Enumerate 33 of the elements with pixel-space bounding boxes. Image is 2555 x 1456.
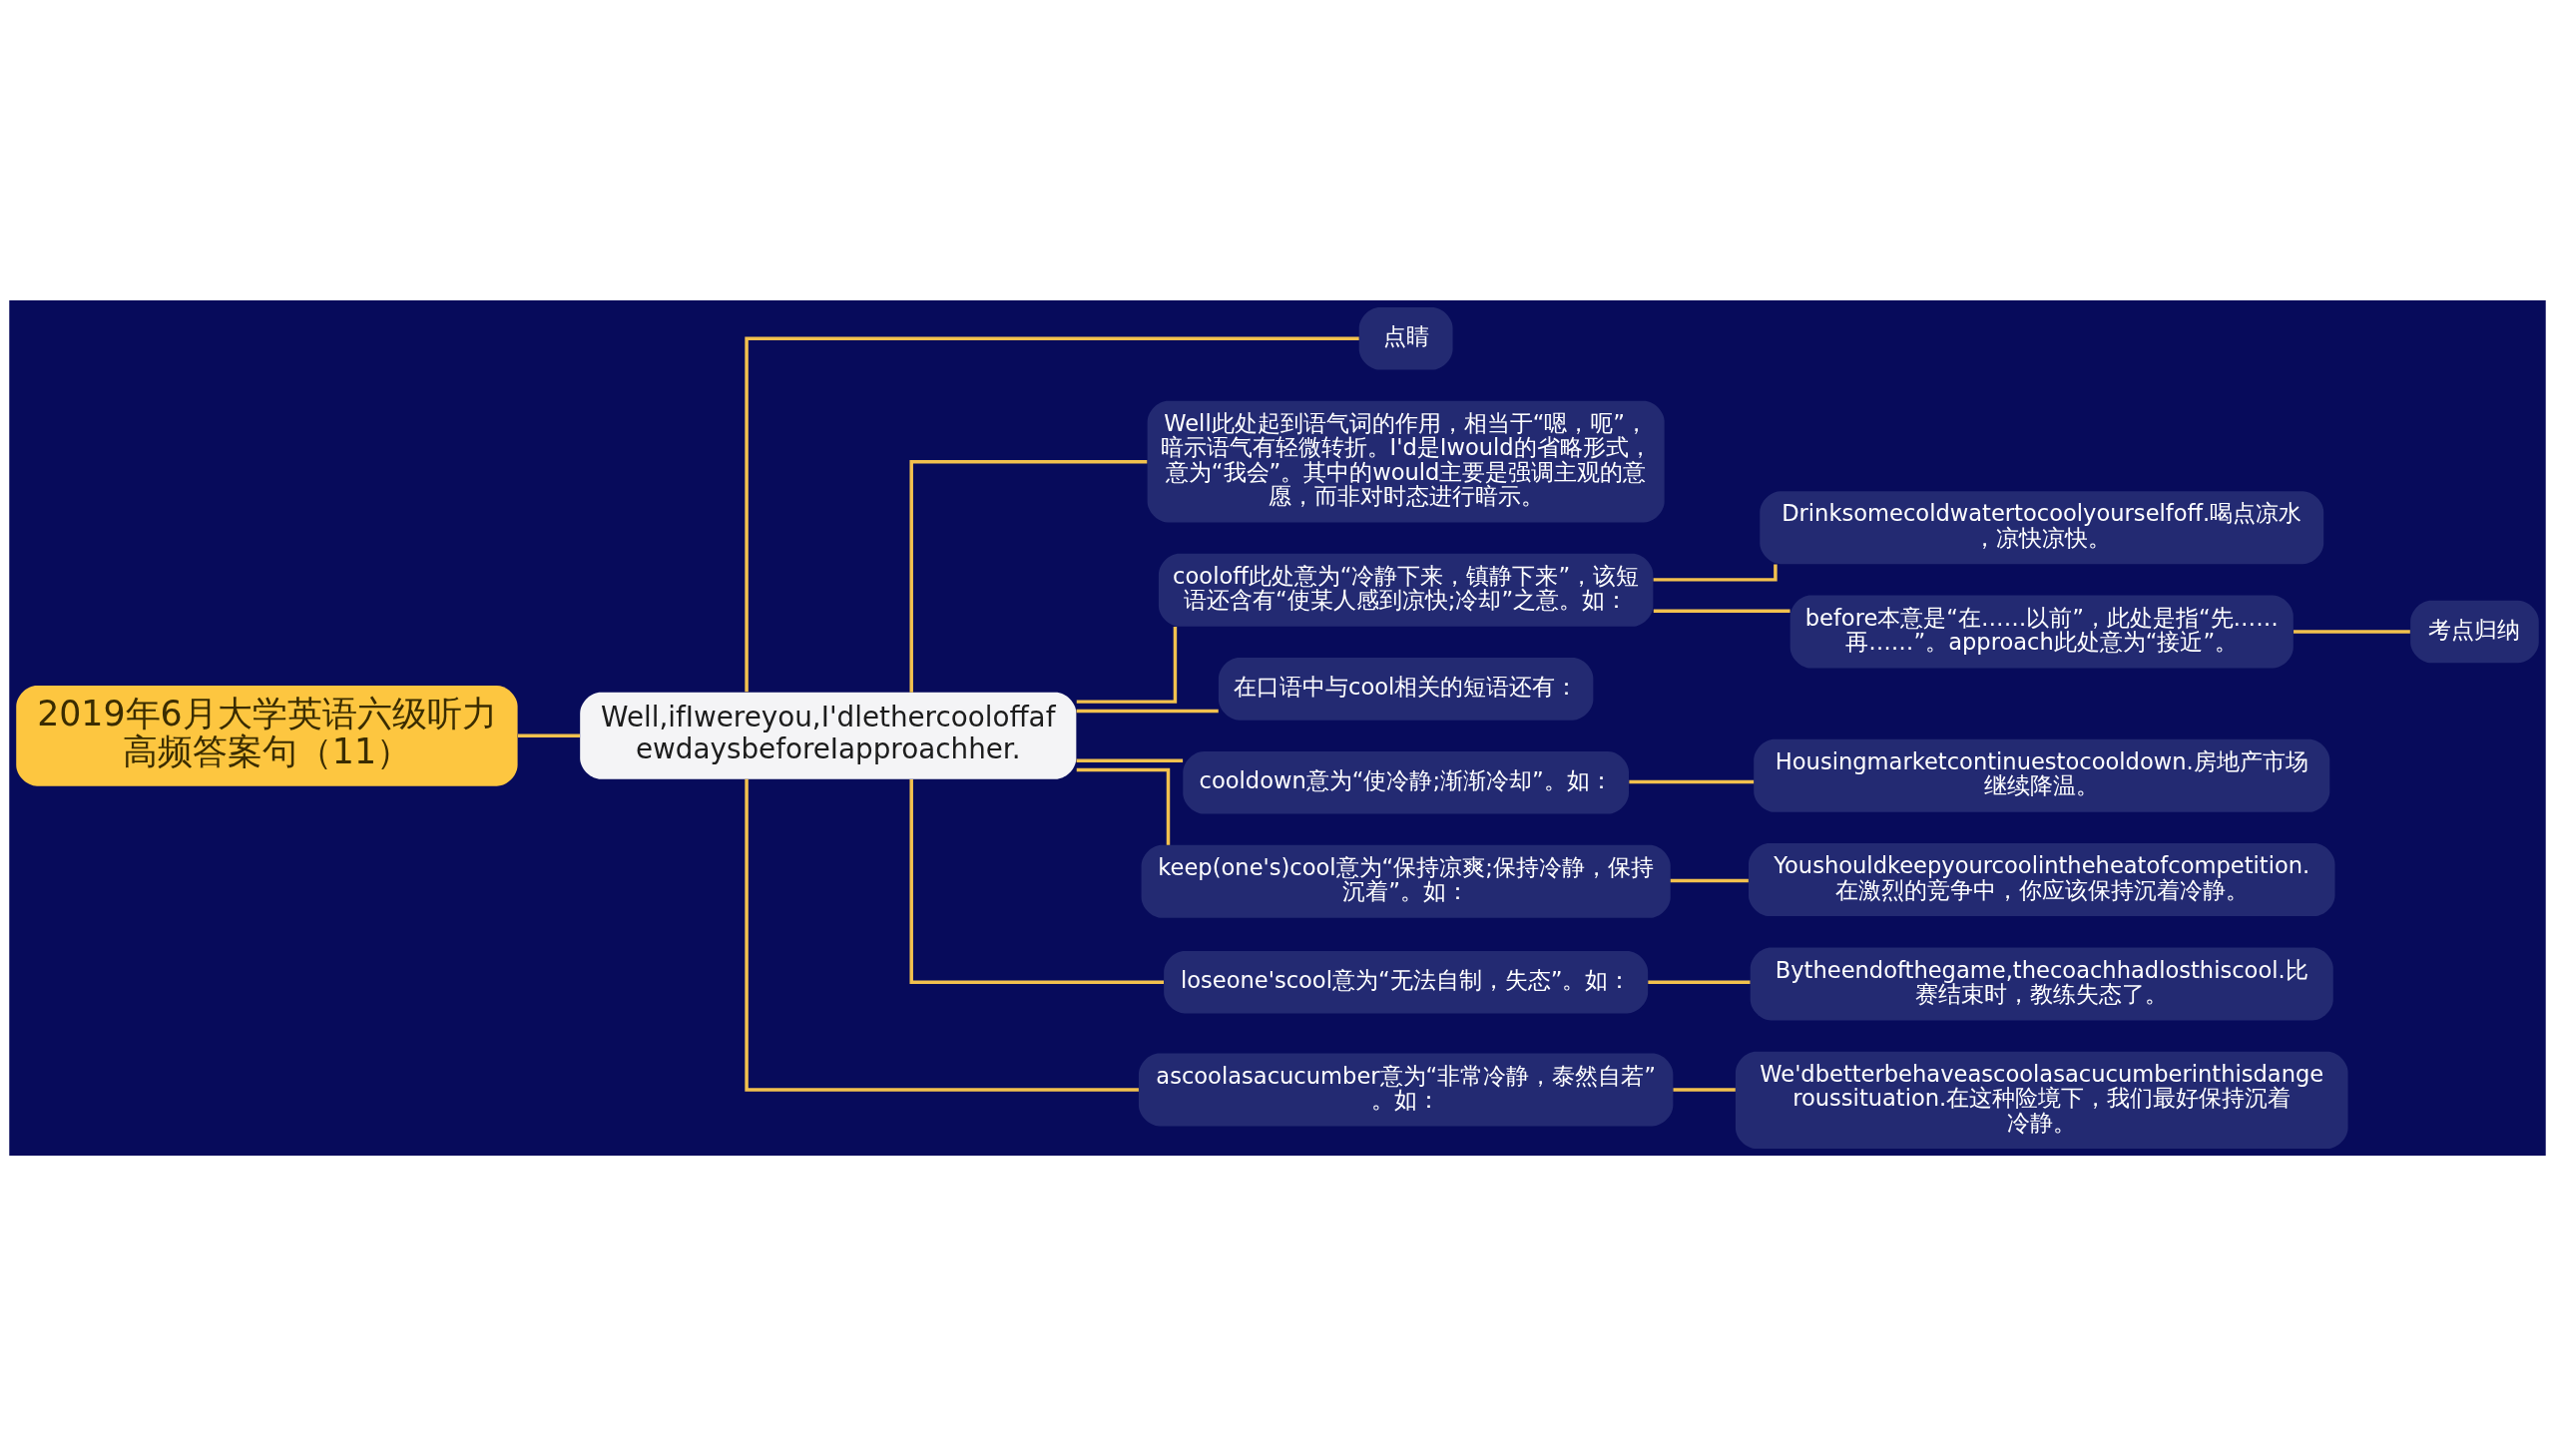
node-box: Bytheendofthegame,thecoachhadlosthiscool.比赛结束时，教练失态了。: [1750, 947, 2333, 1021]
connector: [518, 733, 581, 738]
connector: [2294, 630, 2410, 634]
node-box: Well,ifIwereyou,I'dlethercooloffafewdaysbeforeIapproachher.: [580, 692, 1077, 779]
node-box: Well此处起到语气词的作用，相当于“嗯，呃”，暗示语气有轻微转折。I'd是Iwould的省略形式，意为“我会”。其中的would主要是强调主观的意愿，而非对时态进行暗示。: [1147, 400, 1665, 523]
node-box: Housingmarketcontinuestocooldown.房地产市场继续降温。: [1754, 738, 2330, 812]
node-box: Youshouldkeepyourcoolintheheatofcompetition.在激烈的竞争中，你应该保持沉着冷静。: [1748, 843, 2335, 917]
node-box: loseone'scool意为“无法自制，失态”。如：: [1164, 950, 1649, 1014]
node-box: keep(one's)cool意为“保持凉爽;保持冷静，保持沉着”。如：: [1141, 844, 1671, 918]
connector: [909, 778, 1164, 984]
connector: [1653, 609, 1790, 613]
connector: [909, 459, 1148, 693]
node-box: Drinksomecoldwatertocoolyourselfoff.喝点凉水，凉快凉快。: [1760, 491, 2324, 565]
connector: [1670, 878, 1749, 883]
node-box: before本意是“在……以前”，此处是指“先……再……”。approach此处意为“接近”。: [1789, 595, 2294, 669]
connector: [745, 336, 1359, 693]
node-box: cooloff此处意为“冷静下来，镇静下来”，该短语还含有“使某人感到凉快;冷却”之意。如：: [1158, 553, 1654, 627]
node-box: 考点归纳: [2410, 600, 2539, 664]
node-box: 点睛: [1358, 306, 1453, 370]
node-box: We'dbetterbehaveascoolasacucumberinthisdangeroussituation.在这种险境下，我们最好保持沉着冷静。: [1735, 1051, 2348, 1150]
node-box: ascoolasacucumber意为“非常冷静，泰然自若”。如：: [1138, 1053, 1674, 1127]
connector: [745, 778, 1139, 1092]
connector: [1076, 626, 1178, 704]
connector: [1076, 709, 1219, 714]
connector: [1648, 980, 1751, 984]
node-box: cooldown意为“使冷静;渐渐冷却”。如：: [1183, 750, 1629, 814]
connector: [1629, 779, 1755, 784]
connector: [1673, 1088, 1736, 1092]
connector: [1076, 758, 1184, 762]
node-box: 2019年6月大学英语六级听力高频答案句（11）: [16, 685, 518, 786]
connector: [1653, 564, 1778, 582]
connector: [1076, 767, 1171, 845]
node-box: 在口语中与cool相关的短语还有：: [1218, 658, 1594, 721]
